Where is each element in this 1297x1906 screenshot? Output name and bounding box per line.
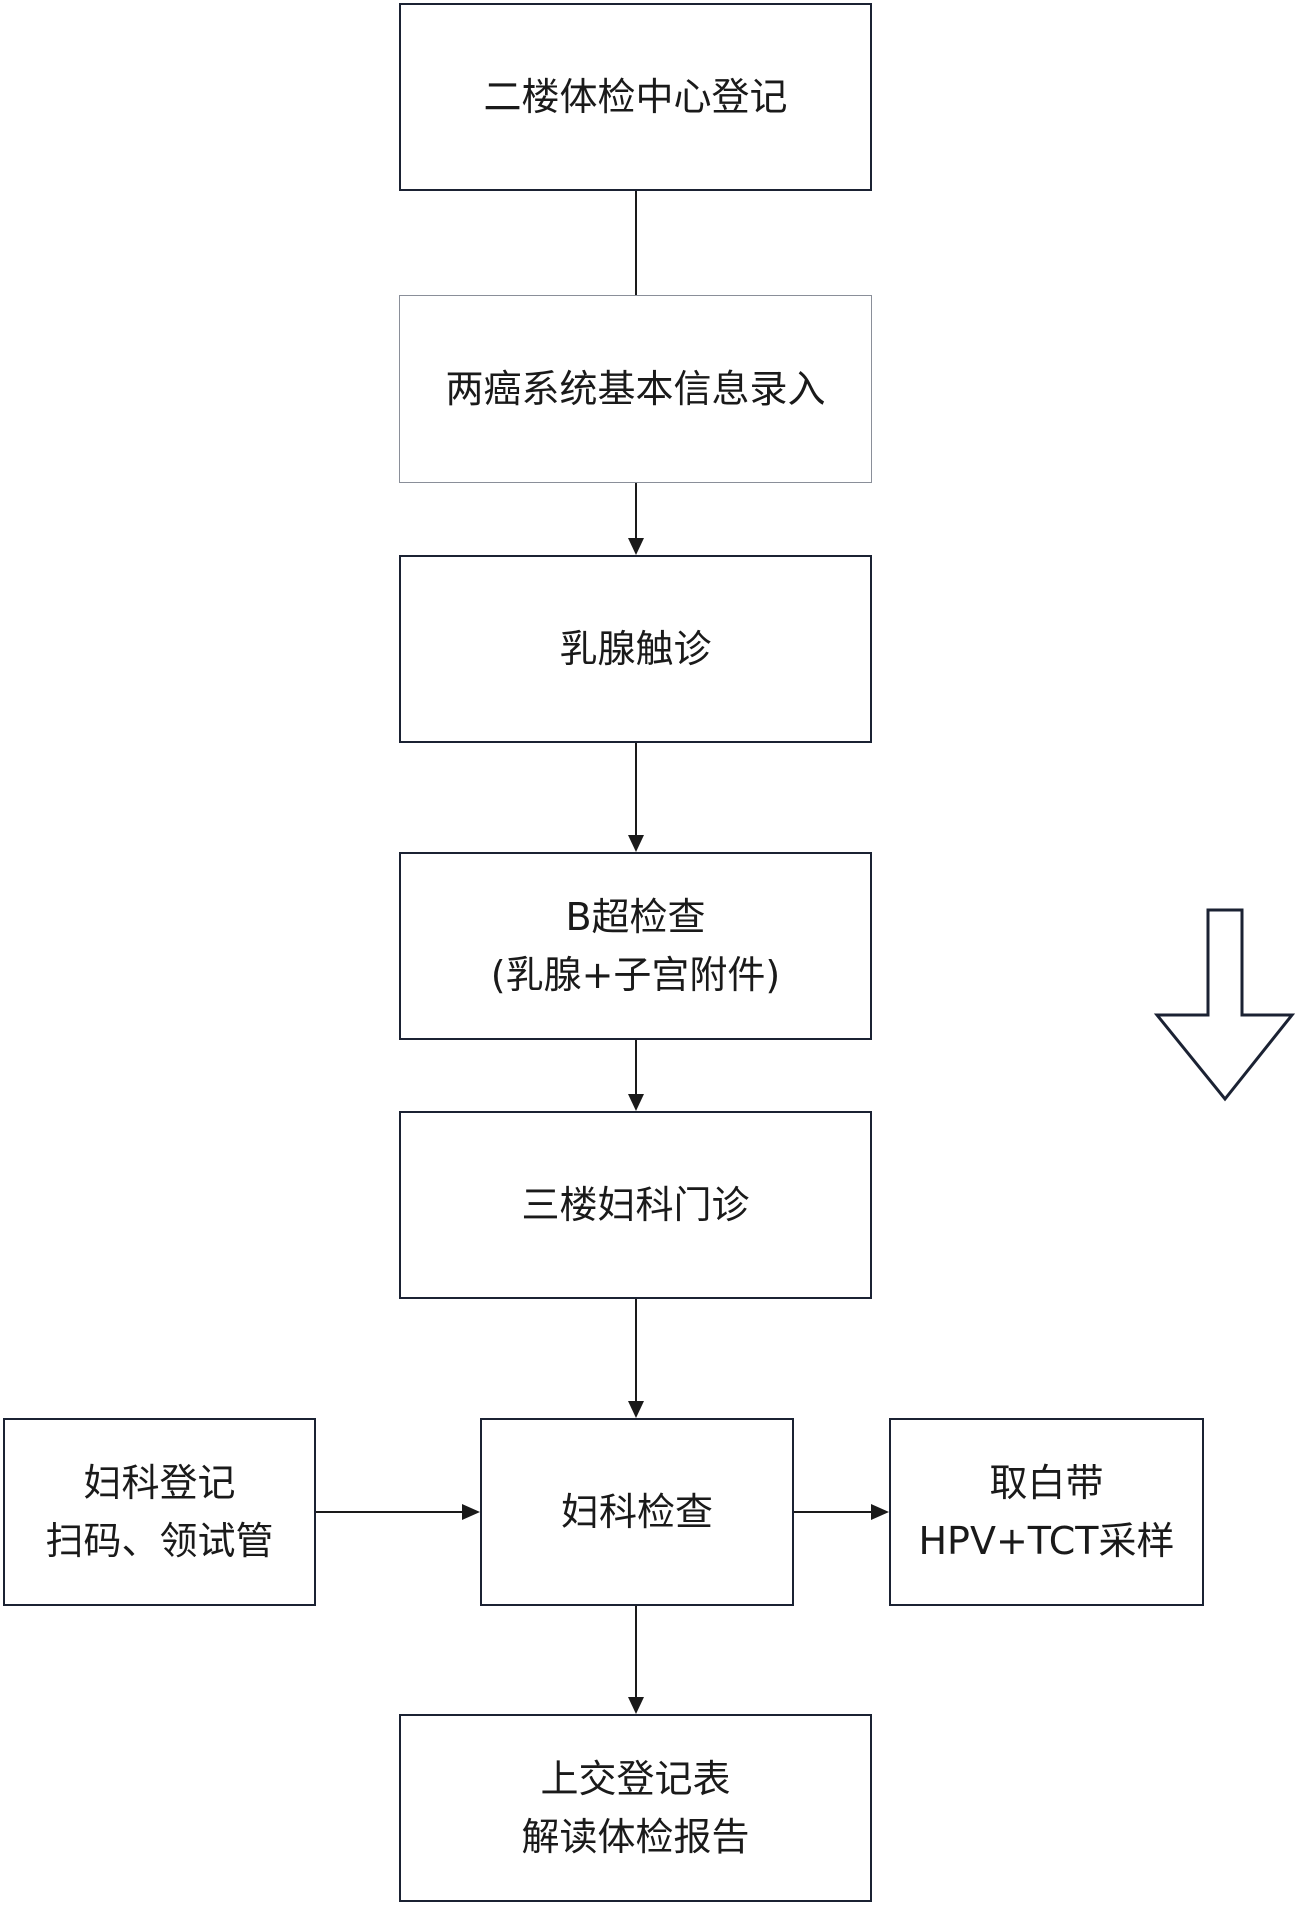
connector-registration-to-info [635,191,637,295]
arrow-exam-to-submit-head [628,1697,644,1714]
step-info-entry-label: 两癌系统基本信息录入 [445,367,826,411]
step-gyn-registration-line1: 妇科登记 [83,1461,236,1505]
arrow-info-to-palpation-line [635,483,637,539]
arrow-palpation-to-ultrasound-head [628,835,644,852]
arrow-exam-to-sampling-head [871,1504,889,1520]
step-gyn-registration-box: 妇科登记 扫码、领试管 [3,1418,316,1606]
step-ultrasound-line2: (乳腺+子宫附件) [490,953,781,997]
step-gyn-exam-box: 妇科检查 [480,1418,794,1606]
step-submit-line1: 上交登记表 [540,1757,731,1801]
step-sampling-line1: 取白带 [989,1461,1104,1505]
arrow-ultrasound-to-clinic-line [635,1040,637,1095]
step-gyn-clinic-label: 三楼妇科门诊 [521,1183,750,1227]
arrow-palpation-to-ultrasound-line [635,743,637,836]
arrow-clinic-to-exam-line [635,1299,637,1402]
arrow-info-to-palpation-head [628,538,644,555]
step-submit-box: 上交登记表 解读体检报告 [399,1714,872,1902]
step-registration-label: 二楼体检中心登记 [483,75,788,119]
arrow-ultrasound-to-clinic-head [628,1094,644,1111]
step-gyn-registration-line2: 扫码、领试管 [45,1519,274,1563]
arrow-registration-to-exam-head [462,1504,480,1520]
step-ultrasound-box: B超检查 (乳腺+子宫附件) [399,852,872,1040]
arrow-exam-to-submit-line [635,1606,637,1698]
step-sampling-box: 取白带 HPV+TCT采样 [889,1418,1204,1606]
step-breast-palpation-box: 乳腺触诊 [399,555,872,743]
hollow-down-arrow-icon [1153,908,1296,1102]
arrow-exam-to-sampling-line [794,1511,872,1513]
step-info-entry-box: 两癌系统基本信息录入 [399,295,872,483]
step-sampling-line2: HPV+TCT采样 [918,1519,1175,1563]
step-registration-box: 二楼体检中心登记 [399,3,872,191]
step-submit-line2: 解读体检报告 [521,1815,750,1859]
arrow-clinic-to-exam-head [628,1401,644,1418]
step-ultrasound-line1: B超检查 [565,895,706,939]
step-gyn-clinic-box: 三楼妇科门诊 [399,1111,872,1299]
step-breast-palpation-label: 乳腺触诊 [559,627,712,671]
arrow-registration-to-exam-line [316,1511,463,1513]
step-gyn-exam-label: 妇科检查 [560,1490,713,1534]
